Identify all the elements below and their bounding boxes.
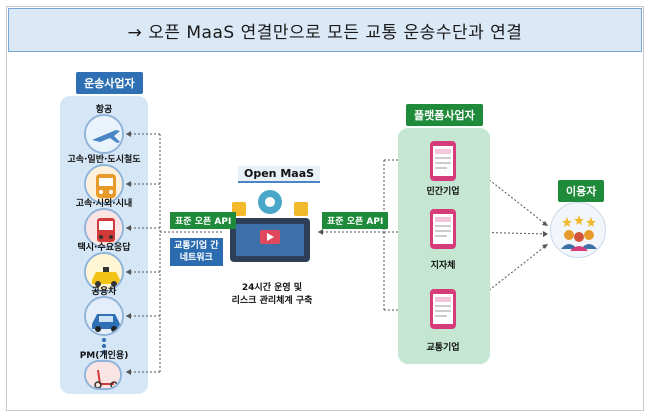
phone-icon-transport-company bbox=[428, 288, 458, 330]
car-icon bbox=[84, 296, 124, 336]
transport-item-label-taxi: 택시·수요응답 bbox=[77, 243, 131, 253]
api-tag-right: 표준 오픈 API bbox=[322, 212, 389, 229]
operation-caption-line1: 24시간 운영 및 bbox=[241, 283, 303, 293]
phone-icon-private bbox=[428, 140, 458, 182]
users-icon bbox=[550, 202, 606, 258]
title-bar: → 오픈 MaaS 연결만으로 모든 교통 운송수단과 연결 bbox=[8, 8, 642, 52]
transport-item-label-shared-car: 공용차 bbox=[91, 287, 117, 297]
network-tag: 교통기업 간 네트워크 bbox=[170, 238, 223, 266]
transport-item-label-air: 항공 bbox=[95, 105, 113, 115]
train-icon bbox=[84, 164, 124, 204]
phone-icon-local-gov bbox=[428, 208, 458, 250]
platform-item-label-private: 민간기업 bbox=[426, 187, 460, 197]
open-maas-icon bbox=[224, 188, 316, 268]
transport-group-label: 운송사업자 bbox=[76, 72, 143, 94]
transport-item-label-pm: PM(개인용) bbox=[79, 351, 129, 361]
scooter-icon bbox=[84, 360, 122, 390]
airplane-icon bbox=[84, 114, 124, 154]
platform-item-label-local-gov: 지자체 bbox=[430, 261, 456, 271]
platform-group-label: 플랫폼사업자 bbox=[406, 104, 483, 126]
api-tag-left: 표준 오픈 API bbox=[170, 212, 237, 229]
diagram-title: → 오픈 MaaS 연결만으로 모든 교통 운송수단과 연결 bbox=[127, 22, 523, 43]
taxi-icon bbox=[84, 252, 124, 292]
open-maas-title: Open MaaS bbox=[238, 166, 321, 183]
network-tag-line1: 교통기업 간 bbox=[174, 241, 219, 251]
operation-caption: 24시간 운영 및 리스크 관리체계 구축 bbox=[222, 282, 322, 308]
bus-icon bbox=[84, 208, 124, 248]
transport-item-label-rail: 고속·일반·도시철도 bbox=[67, 155, 141, 165]
platform-item-label-transport-company: 교통기업 bbox=[426, 343, 460, 353]
transport-item-label-bus: 고속·시외·시내 bbox=[75, 199, 133, 209]
user-label: 이용자 bbox=[558, 180, 605, 202]
operation-caption-line2: 리스크 관리체계 구축 bbox=[231, 296, 313, 306]
network-tag-line2: 네트워크 bbox=[179, 253, 213, 263]
